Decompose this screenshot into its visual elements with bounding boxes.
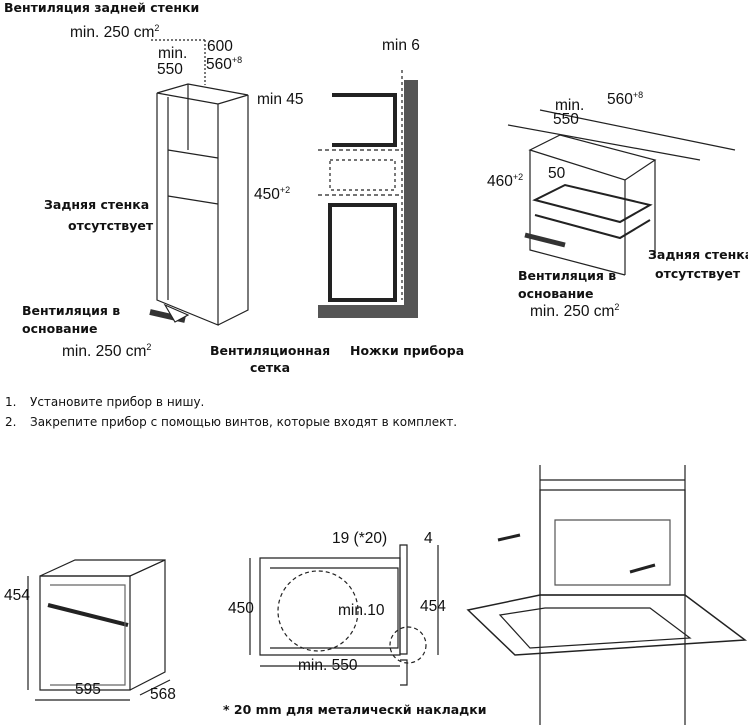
step-2-num: 2. (5, 415, 17, 429)
oven-depth: 568 (150, 686, 176, 703)
dim-560: 560+8 (206, 55, 242, 74)
dim-450-niche: 450 (228, 600, 254, 617)
oven-width: 595 (75, 681, 101, 698)
d3-vent-sup: 2 (614, 302, 620, 312)
tall-cabinet-drawing (149, 39, 249, 326)
oven-height: 454 (4, 587, 30, 604)
dim-min10: min.10 (338, 602, 385, 619)
d3-min: min. (555, 97, 585, 114)
dim-450: 450+2 (254, 185, 290, 204)
d3-460-sup: +2 (512, 172, 524, 182)
d3-50: 50 (548, 165, 566, 182)
d3-vent-base-1: Вентиляция в (518, 268, 617, 283)
dim-min6: min 6 (382, 37, 420, 54)
dim-560-text: 560 (206, 56, 232, 74)
no-back-wall-1: Задняя стенка (44, 197, 150, 212)
dim-min550: min. 550 (298, 657, 358, 674)
dim-4: 4 (424, 530, 433, 547)
vent-base-1: Вентиляция в (22, 303, 121, 318)
dim-19: 19 (*20) (332, 530, 388, 547)
d3-vent-text: min. 250 cm (530, 303, 615, 321)
dim-454-niche: 454 (420, 598, 446, 615)
d3-560: 560+8 (607, 90, 643, 109)
oven-mounting-drawing (466, 465, 748, 725)
dim-450-text: 450 (254, 186, 280, 204)
niche-section-drawing (249, 544, 439, 686)
feet-label: Ножки прибора (350, 343, 465, 358)
no-back-wall-2: отсутствует (68, 218, 154, 233)
vent-bottom-text: min. 250 cm (62, 343, 147, 361)
dim-600: 600 (207, 38, 233, 55)
d3-no-back-wall-2: отсутствует (655, 266, 741, 281)
step-1-num: 1. (5, 395, 17, 409)
vent-top-text: min. 250 cm (70, 24, 155, 42)
d3-vent: min. 250 cm2 (530, 302, 619, 321)
vent-base-2: основание (22, 321, 98, 336)
grille-label-1: Вентиляционная (210, 343, 331, 358)
d3-vent-base-2: основание (518, 286, 594, 301)
oven-dimension-drawing (27, 559, 171, 701)
ventilation-section-drawing (318, 70, 418, 318)
step-2-text: Закрепите прибор с помощью винтов, котор… (30, 415, 458, 429)
rear-vent-title: Вентиляция задней стенки (4, 0, 200, 15)
dim-min45: min 45 (257, 91, 304, 108)
d3-560-sup: +8 (632, 90, 644, 100)
vent-bottom-sup: 2 (146, 342, 152, 352)
d3-no-back-wall-1: Задняя стенка (648, 247, 748, 262)
vent-bottom-label: min. 250 cm2 (62, 342, 151, 361)
d3-560-text: 560 (607, 91, 633, 109)
d3-550: 550 (553, 111, 579, 128)
dim-550: 550 (157, 61, 183, 78)
step-1-text: Установите прибор в нишу. (30, 395, 205, 409)
dim-560-sup: +8 (231, 55, 243, 65)
dim-min: min. (158, 45, 188, 62)
d3-460-text: 460 (487, 173, 513, 191)
d3-460: 460+2 (487, 172, 523, 191)
dim-450-sup: +2 (279, 185, 291, 195)
vent-top-sup: 2 (154, 23, 160, 33)
footnote: * 20 mm для металическй накладки (223, 702, 487, 717)
undercounter-drawing (507, 109, 736, 276)
grille-label-2: сетка (250, 360, 291, 375)
vent-top-label: min. 250 cm2 (70, 23, 159, 42)
